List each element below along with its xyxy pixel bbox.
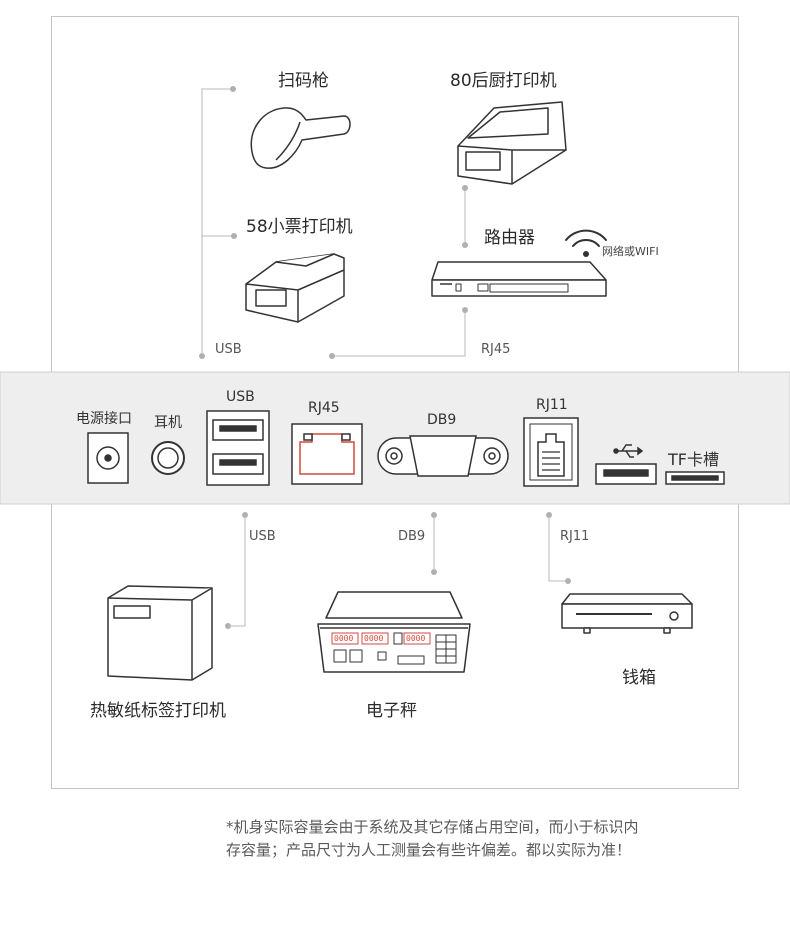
cash-drawer-icon bbox=[561, 593, 693, 634]
tf-slot-label: TF卡槽 bbox=[668, 450, 719, 469]
footnote-line-2: 存容量；产品尺寸为人工测量会有些许偏差。都以实际为准！ bbox=[226, 841, 632, 859]
earphone-jack-icon bbox=[151, 441, 185, 475]
router-icon bbox=[431, 261, 607, 297]
scale-display-1: 0000 bbox=[334, 634, 354, 643]
usb-a-port-icon bbox=[595, 463, 657, 485]
label-printer-icon bbox=[107, 585, 213, 681]
kitchen-printer-label: 80后厨打印机 bbox=[450, 71, 557, 91]
label-printer-label: 热敏纸标签打印机 bbox=[90, 701, 226, 721]
bottom-db9-label: DB9 bbox=[398, 529, 426, 544]
wifi-label: 网络或WIFI bbox=[602, 245, 659, 258]
router-label: 路由器 bbox=[484, 228, 535, 248]
scale-display-3: 0000 bbox=[406, 634, 426, 643]
rj11-port-icon bbox=[523, 417, 579, 487]
power-port-label: 电源接口 bbox=[76, 411, 132, 427]
receipt-printer-label: 58小票打印机 bbox=[246, 217, 353, 237]
kitchen-printer-icon bbox=[457, 101, 567, 185]
scanner-label: 扫码枪 bbox=[278, 71, 329, 91]
db9-port-icon bbox=[377, 435, 509, 477]
earphone-port-label: 耳机 bbox=[154, 415, 182, 431]
scale-label: 电子秤 bbox=[366, 701, 417, 721]
wifi-icon bbox=[565, 229, 607, 257]
bottom-rj11-label: RJ11 bbox=[560, 529, 590, 544]
scale-icon bbox=[317, 591, 471, 673]
usb-symbol-icon bbox=[613, 444, 644, 458]
top-usb-label: USB bbox=[215, 342, 242, 357]
cash-drawer-label: 钱箱 bbox=[622, 668, 656, 688]
scale-display-2: 0000 bbox=[364, 634, 384, 643]
top-rj45-label: RJ45 bbox=[481, 342, 511, 357]
bottom-usb-label: USB bbox=[249, 529, 276, 544]
usb-port-label: USB bbox=[226, 389, 255, 405]
rj45-port-label: RJ45 bbox=[308, 400, 340, 416]
top-connection-lines bbox=[201, 88, 466, 357]
bottom-connection-lines bbox=[228, 515, 568, 627]
footnote-line-1: *机身实际容量会由于系统及其它存储占用空间，而小于标识内 bbox=[226, 818, 639, 836]
scanner-icon bbox=[250, 107, 351, 169]
rj11-port-label: RJ11 bbox=[536, 397, 568, 413]
usb-ports-icon bbox=[206, 410, 270, 486]
power-jack-icon bbox=[87, 432, 129, 484]
tf-slot-icon bbox=[665, 471, 725, 485]
rj45-port-icon bbox=[291, 423, 363, 485]
db9-port-label: DB9 bbox=[427, 412, 457, 428]
receipt-printer-icon bbox=[245, 253, 345, 323]
